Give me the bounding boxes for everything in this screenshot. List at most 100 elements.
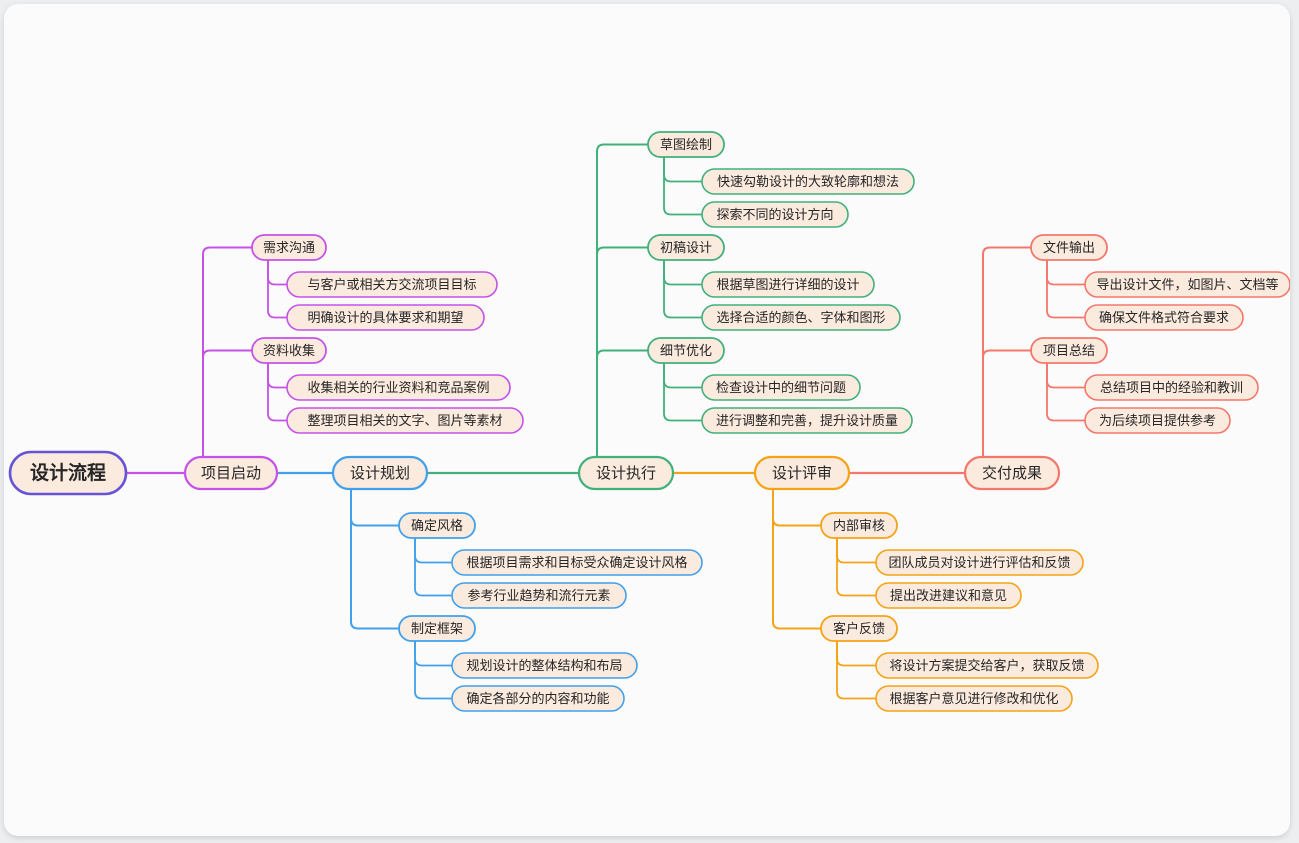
subnode-5-1[interactable]: 文件输出 bbox=[1030, 234, 1108, 261]
node-shape[interactable] bbox=[1084, 304, 1244, 331]
node-shape[interactable] bbox=[286, 304, 485, 331]
leaf-4-2-2[interactable]: 根据客户意见进行修改和优化 bbox=[875, 685, 1073, 712]
connector-line bbox=[350, 486, 400, 630]
node-shape[interactable] bbox=[1084, 407, 1231, 434]
leaf-5-1-1[interactable]: 导出设计文件，如图片、文档等 bbox=[1084, 271, 1290, 298]
leaf-2-1-1[interactable]: 根据项目需求和目标受众确定设计风格 bbox=[451, 549, 703, 576]
root-node[interactable]: 设计流程 bbox=[8, 450, 128, 496]
leaf-3-2-2[interactable]: 选择合适的颜色、字体和图形 bbox=[701, 304, 901, 331]
connector-line bbox=[663, 257, 703, 319]
leaf-2-1-2[interactable]: 参考行业趋势和流行元素 bbox=[451, 582, 627, 609]
leaf-2-2-1[interactable]: 规划设计的整体结构和布局 bbox=[451, 652, 638, 679]
node-shape[interactable] bbox=[286, 374, 511, 401]
branch-node-5[interactable]: 交付成果 bbox=[963, 455, 1061, 491]
connector-line bbox=[836, 535, 877, 597]
node-shape[interactable] bbox=[701, 271, 875, 298]
node-shape[interactable] bbox=[183, 455, 279, 491]
node-shape[interactable] bbox=[398, 615, 476, 642]
node-shape[interactable] bbox=[701, 407, 913, 434]
node-shape[interactable] bbox=[286, 271, 498, 298]
leaf-3-3-2[interactable]: 进行调整和完善，提升设计质量 bbox=[701, 407, 913, 434]
node-shape[interactable] bbox=[701, 374, 861, 401]
leaf-1-2-2[interactable]: 整理项目相关的文字、图片等素材 bbox=[286, 407, 524, 434]
connector-line bbox=[1046, 257, 1086, 286]
node-shape[interactable] bbox=[875, 549, 1084, 576]
subnode-1-2[interactable]: 资料收集 bbox=[251, 337, 327, 364]
connector-line bbox=[414, 638, 453, 700]
leaf-5-1-2[interactable]: 确保文件格式符合要求 bbox=[1084, 304, 1244, 331]
node-shape[interactable] bbox=[875, 685, 1073, 712]
connector-line bbox=[982, 246, 1032, 460]
leaf-5-2-1[interactable]: 总结项目中的经验和教训 bbox=[1084, 374, 1259, 401]
connector-line bbox=[596, 143, 649, 460]
connector-line bbox=[663, 154, 703, 216]
leaf-4-1-1[interactable]: 团队成员对设计进行评估和反馈 bbox=[875, 549, 1084, 576]
connector-line bbox=[836, 638, 877, 667]
connector-line bbox=[267, 360, 288, 422]
node-shape[interactable] bbox=[1030, 234, 1108, 261]
node-shape[interactable] bbox=[701, 168, 915, 195]
branch-node-1[interactable]: 项目启动 bbox=[183, 455, 279, 491]
connector-line bbox=[414, 535, 453, 564]
leaf-2-2-2[interactable]: 确定各部分的内容和功能 bbox=[451, 685, 625, 712]
subnode-3-2[interactable]: 初稿设计 bbox=[647, 234, 725, 261]
node-shape[interactable] bbox=[753, 455, 851, 491]
subnode-3-1[interactable]: 草图绘制 bbox=[647, 131, 725, 158]
subnode-2-2[interactable]: 制定框架 bbox=[398, 615, 476, 642]
connector-line bbox=[663, 154, 703, 183]
branch-node-3[interactable]: 设计执行 bbox=[577, 455, 675, 491]
leaf-5-2-2[interactable]: 为后续项目提供参考 bbox=[1084, 407, 1231, 434]
node-shape[interactable] bbox=[875, 582, 1022, 609]
node-shape[interactable] bbox=[451, 652, 638, 679]
node-shape[interactable] bbox=[820, 512, 898, 539]
node-shape[interactable] bbox=[451, 582, 627, 609]
branch-node-4[interactable]: 设计评审 bbox=[753, 455, 851, 491]
node-shape[interactable] bbox=[647, 234, 725, 261]
leaf-3-3-1[interactable]: 检查设计中的细节问题 bbox=[701, 374, 861, 401]
connector-line bbox=[772, 486, 822, 527]
node-shape[interactable] bbox=[963, 455, 1061, 491]
connector-layer bbox=[124, 143, 1086, 700]
subnode-3-3[interactable]: 细节优化 bbox=[647, 337, 725, 364]
leaf-1-2-1[interactable]: 收集相关的行业资料和竞品案例 bbox=[286, 374, 511, 401]
subnode-5-2[interactable]: 项目总结 bbox=[1030, 337, 1108, 364]
node-shape[interactable] bbox=[647, 337, 725, 364]
node-shape[interactable] bbox=[286, 407, 524, 434]
subnode-4-1[interactable]: 内部审核 bbox=[820, 512, 898, 539]
node-shape[interactable] bbox=[251, 234, 327, 261]
leaf-3-1-1[interactable]: 快速勾勒设计的大致轮廓和想法 bbox=[701, 168, 915, 195]
node-shape[interactable] bbox=[1084, 374, 1259, 401]
subnode-2-1[interactable]: 确定风格 bbox=[398, 512, 476, 539]
connector-line bbox=[202, 349, 253, 460]
node-shape[interactable] bbox=[701, 304, 901, 331]
connector-line bbox=[1046, 257, 1086, 319]
connector-line bbox=[414, 638, 453, 667]
leaf-4-1-2[interactable]: 提出改进建议和意见 bbox=[875, 582, 1022, 609]
node-shape[interactable] bbox=[451, 549, 703, 576]
subnode-4-2[interactable]: 客户反馈 bbox=[820, 615, 898, 642]
node-shape[interactable] bbox=[820, 615, 898, 642]
leaf-1-1-1[interactable]: 与客户或相关方交流项目目标 bbox=[286, 271, 498, 298]
node-shape[interactable] bbox=[8, 450, 128, 496]
connector-line bbox=[982, 349, 1032, 460]
branch-node-2[interactable]: 设计规划 bbox=[331, 455, 429, 491]
subnode-1-1[interactable]: 需求沟通 bbox=[251, 234, 327, 261]
node-shape[interactable] bbox=[251, 337, 327, 364]
node-shape[interactable] bbox=[398, 512, 476, 539]
leaf-4-2-1[interactable]: 将设计方案提交给客户，获取反馈 bbox=[875, 652, 1099, 679]
leaf-3-2-1[interactable]: 根据草图进行详细的设计 bbox=[701, 271, 875, 298]
node-shape[interactable] bbox=[331, 455, 429, 491]
connector-line bbox=[414, 535, 453, 597]
mindmap-svg[interactable]: 设计流程 项目启动 设计规划 设计执行 设计评审 交付成果 需求沟通与客户或相关方交流项目目… bbox=[4, 4, 1290, 836]
connector-line bbox=[836, 535, 877, 564]
node-shape[interactable] bbox=[1084, 271, 1290, 298]
leaf-1-1-2[interactable]: 明确设计的具体要求和期望 bbox=[286, 304, 485, 331]
node-shape[interactable] bbox=[577, 455, 675, 491]
node-shape[interactable] bbox=[647, 131, 725, 158]
node-shape[interactable] bbox=[1030, 337, 1108, 364]
node-shape[interactable] bbox=[875, 652, 1099, 679]
node-shape[interactable] bbox=[451, 685, 625, 712]
node-shape[interactable] bbox=[701, 201, 849, 228]
leaf-3-1-2[interactable]: 探索不同的设计方向 bbox=[701, 201, 849, 228]
connector-line bbox=[202, 246, 253, 460]
